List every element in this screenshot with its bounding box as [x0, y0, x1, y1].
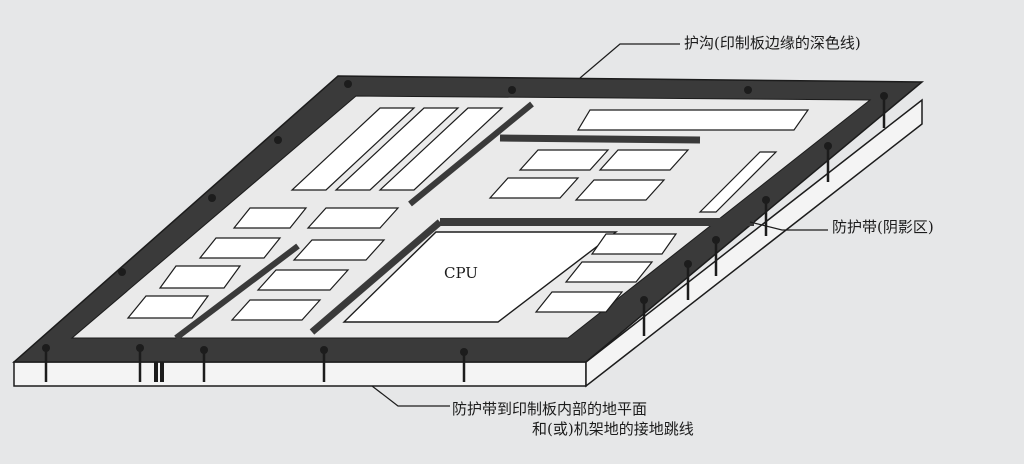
- jumper-callout-line2: 和(或)机架地的接地跳线: [532, 420, 694, 438]
- tall-components: [290, 107, 504, 191]
- jumper-callout-line1: 防护带到印制板内部的地平面: [452, 400, 648, 418]
- leader-lines: [371, 43, 828, 407]
- trench-callout: 护沟(印制板边缘的深色线): [684, 34, 861, 52]
- cpu-chip: [342, 231, 619, 323]
- ground-jumpers: [44, 96, 886, 382]
- small-components-cpu-right: [534, 233, 678, 313]
- board-right-edge: [585, 98, 923, 388]
- internal-guard-bands: [174, 101, 754, 341]
- cpu-label: CPU: [444, 264, 478, 282]
- small-components-upper-right: [488, 109, 810, 213]
- small-components-left: [126, 207, 400, 321]
- guard-band-callout: 防护带(阴影区): [832, 218, 934, 236]
- board-front-edge: [13, 361, 587, 387]
